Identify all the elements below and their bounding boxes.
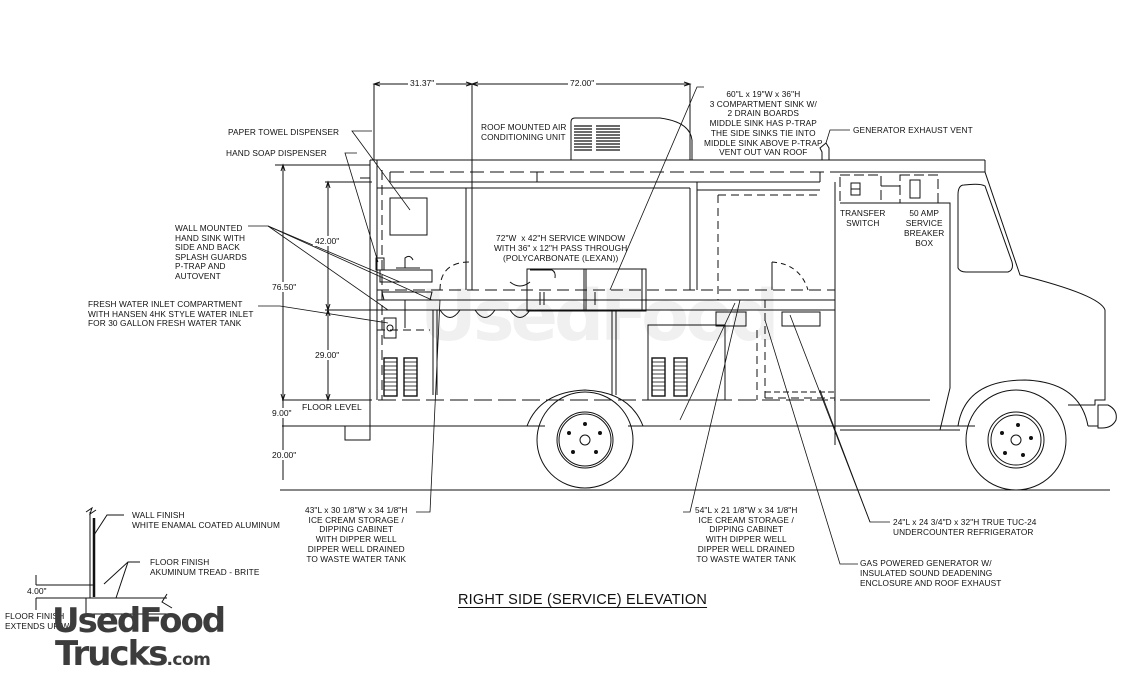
top-dimensions — [372, 81, 692, 205]
callout-wall-finish: WALL FINISH WHITE ENAMAL COATED ALUMINUM — [132, 510, 281, 530]
roof-ac-unit — [570, 117, 693, 160]
ice-cream-cabinet-1 — [377, 329, 430, 397]
label-breaker-box: 50 AMP SERVICE BREAKER BOX — [904, 208, 945, 248]
callout-service-window: 72"W x 42"H SERVICE WINDOW WITH 36" x 12… — [494, 233, 628, 263]
callout-floor-extends: FLOOR FINISH EXTENDS UP W — [5, 611, 70, 631]
watermark-background: UsedFood — [420, 275, 779, 357]
dim-window-height: 42.00" — [313, 236, 342, 246]
dim-top-right: 72.00" — [568, 78, 597, 88]
callout-hand-soap: HAND SOAP DISPENSER — [226, 148, 327, 158]
callout-paper-towel: PAPER TOWEL DISPENSER — [228, 127, 340, 137]
callout-generator: GAS POWERED GENERATOR W/ INSULATED SOUND… — [860, 558, 1002, 588]
leader-lines — [248, 86, 890, 565]
watermark-logo-trucks: Trucks — [55, 634, 168, 674]
watermark-logo-line2: Trucks.com — [55, 634, 211, 678]
hand-sink — [375, 255, 433, 339]
callout-roof-ac: ROOF MOUNTED AIR CONDITIONING UNIT — [481, 122, 567, 142]
watermark-logo-suffix: .com — [166, 650, 211, 670]
truck-body — [360, 142, 985, 445]
dim-overall-height: 76.50" — [270, 282, 299, 292]
dim-floor-finish: 4.00" — [25, 586, 49, 596]
callout-three-comp-sink: 60"L x 19"W x 36"H 3 COMPARTMENT SINK W/… — [704, 89, 823, 158]
rear-wheel — [526, 389, 644, 489]
callout-fresh-water-inlet: FRESH WATER INLET COMPARTMENT WITH HANSE… — [88, 299, 254, 329]
dim-top-left: 31.37" — [408, 78, 437, 88]
callout-floor-finish: FLOOR FINISH AKUMINUM TREAD - BRITE — [150, 557, 260, 577]
floor-wall-detail — [35, 506, 173, 615]
floor-level-label: FLOOR LEVEL — [302, 402, 362, 412]
drawing-title: RIGHT SIDE (SERVICE) ELEVATION — [458, 592, 708, 608]
callout-refrigerator: 24"L x 24 3/4"D x 32"H TRUE TUC-24 UNDER… — [893, 517, 1037, 537]
callout-ice-cream-cabinet-1: 43"L x 30 1/8"W x 34 1/8"H ICE CREAM STO… — [305, 505, 408, 564]
front-wheel — [965, 389, 1067, 491]
vertical-dimensions — [275, 163, 400, 480]
truck-cab — [835, 160, 1117, 431]
label-transfer-switch: TRANSFER SWITCH — [840, 208, 886, 228]
callout-ice-cream-cabinet-2: 54"L x 21 1/8"W x 34 1/8"H ICE CREAM STO… — [695, 505, 798, 564]
dim-floor-offset: 9.00" — [270, 408, 294, 418]
watermark-logo-line1: UsedFood — [52, 601, 226, 641]
dim-ground-clearance: 20.00" — [270, 450, 299, 460]
dim-counter-height: 29.00" — [313, 350, 342, 360]
paper-towel-dispenser — [389, 197, 428, 236]
callout-hand-sink: WALL MOUNTED HAND SINK WITH SIDE AND BAC… — [175, 223, 247, 281]
callout-generator-exhaust: GENERATOR EXHAUST VENT — [853, 125, 973, 135]
